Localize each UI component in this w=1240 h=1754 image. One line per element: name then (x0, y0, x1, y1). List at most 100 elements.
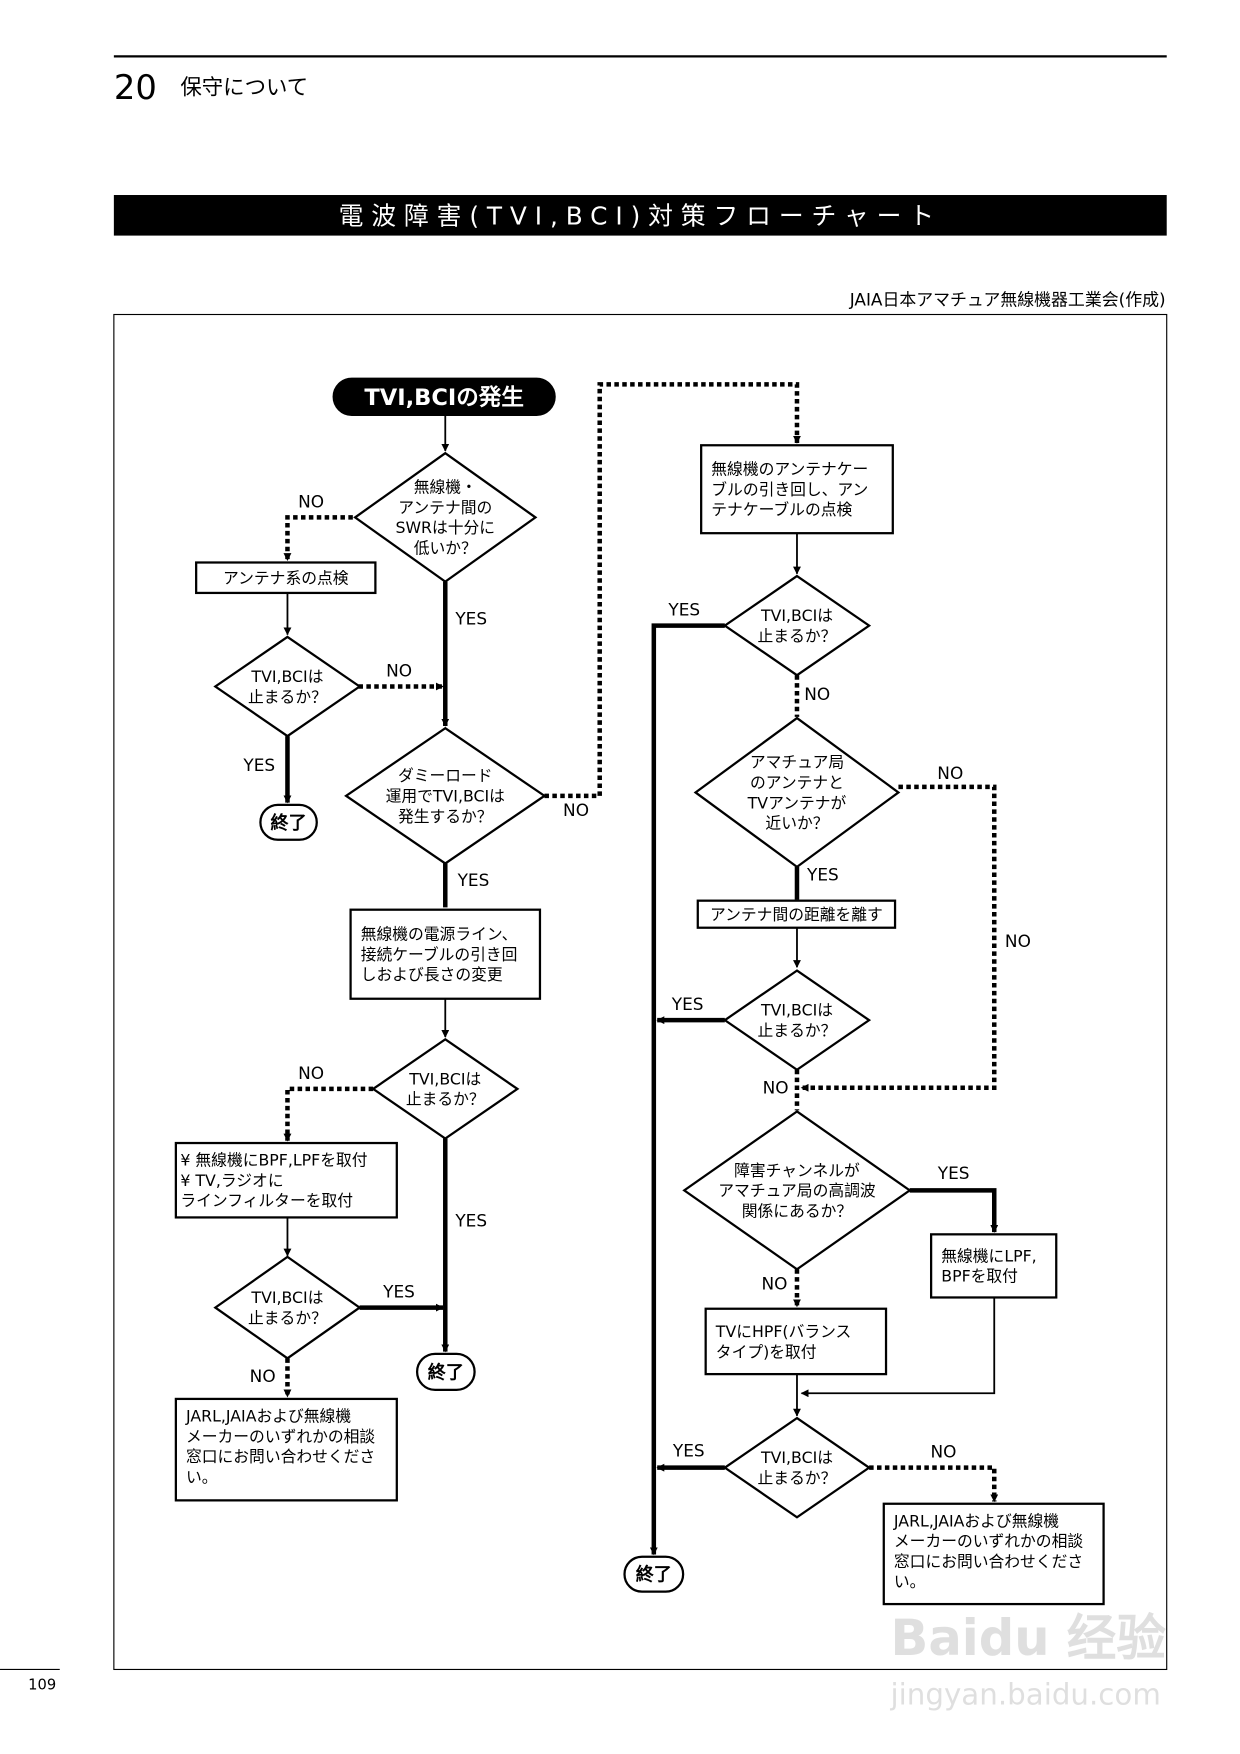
dashed-connector (283, 1086, 374, 1142)
credit-text: JAIA日本アマチュア無線機器工業会(作成) (849, 289, 1166, 309)
section-number: 20 (114, 68, 157, 107)
node-text-line: TVI,BCIは (250, 667, 323, 686)
node-text-line: テナケーブルの点検 (711, 500, 852, 519)
node-text-line: 無線機・ (414, 478, 477, 497)
node-text-line: TVにHPF(バランス (715, 1322, 852, 1341)
watermark-url: jingyan.baidu.com (890, 1677, 1161, 1711)
edge-label: YES (937, 1163, 970, 1183)
edge-label: NO (761, 1274, 787, 1294)
node-text-line: ¥ 無線機にBPF,LPFを取付 (180, 1151, 367, 1170)
process-box (174, 1397, 398, 1502)
terminal-start: TVI,BCIの発生 (332, 377, 556, 416)
node-text-line: TVI,BCIの発生 (364, 385, 523, 411)
decision-diamond (371, 1037, 520, 1140)
title-banner (113, 195, 1167, 236)
decision-diamond (213, 635, 362, 738)
connector-arrow (649, 623, 725, 1556)
node-text-line: TVアンテナが (747, 793, 847, 812)
node-text-line: アンテナ間の距離を離す (710, 905, 883, 924)
terminal-end-1: 終了 (259, 803, 318, 841)
node-text-line: 無線機にLPF, (941, 1246, 1036, 1265)
terminal-end-3: 終了 (623, 1555, 685, 1593)
dashed-connector (800, 784, 997, 1092)
flowchart-frame (113, 313, 1168, 1671)
node-text-line: TVI,BCIは (760, 1448, 833, 1467)
banner-title: 電波障害(TVI,BCI)対策フローチャート (339, 201, 942, 230)
flowchart-edge-labels: NOYESNOYESNOYESNOYESYESNOYESNONOYESYESNO… (242, 491, 1030, 1461)
node-text-line: SWRは十分に (395, 518, 495, 537)
decision-diamond (682, 1110, 912, 1271)
process-box (195, 561, 377, 595)
dashed-connector (544, 382, 801, 799)
decision-diamond (213, 1255, 362, 1360)
edge-label: YES (667, 599, 700, 619)
node-text-line: 止まるか？ (758, 1021, 837, 1040)
node-text-line: 低いか？ (414, 539, 477, 558)
edge-label: NO (298, 491, 324, 511)
node-text-line: ラインフィルターを取付 (180, 1191, 353, 1210)
process-box (882, 1502, 1105, 1606)
edge-label: YES (454, 1210, 487, 1230)
edge-label: NO (931, 1442, 957, 1462)
node-text-line: メーカーのいずれかの相談 (186, 1427, 375, 1446)
process-box (704, 1307, 888, 1376)
edge-label: NO (937, 763, 963, 783)
edge-label: NO (1005, 931, 1031, 951)
node-text-line: 止まるか？ (248, 1308, 327, 1327)
edge-label: NO (563, 800, 589, 820)
process-p-filters: ¥ 無線機にBPF,LPFを取付¥ TV,ラジオに ラインフィルターを取付 (174, 1141, 398, 1219)
node-text-line: 終了 (271, 812, 307, 834)
process-p-separate: アンテナ間の距離を離す (696, 899, 897, 929)
node-text-line: タイプ)を取付 (716, 1342, 817, 1361)
node-text-line: メーカーのいずれかの相談 (894, 1532, 1083, 1551)
process-p-contact-1: JARL,JAIAおよび無線機メーカーのいずれかの相談窓口にお問い合わせください… (174, 1397, 398, 1502)
node-text-line: 関係にあるか？ (742, 1201, 852, 1220)
node-text-line: 止まるか？ (248, 687, 327, 706)
node-text-line: 止まるか？ (758, 1469, 837, 1488)
node-text-line: TVI,BCIは (760, 606, 833, 625)
node-text-line: 運用でTVI,BCIは (386, 787, 505, 806)
edge-label: NO (298, 1063, 324, 1083)
node-text-line: アマチュア局の高調波 (718, 1181, 876, 1200)
node-text-line: JARL,JAIAおよび無線機 (185, 1406, 351, 1425)
connector-arrow (800, 1297, 996, 1398)
edge-label: YES (242, 755, 275, 775)
node-text-line: 終了 (636, 1564, 672, 1586)
process-p-lpf-bpf: 無線機にLPF,BPFを取付 (929, 1233, 1058, 1299)
node-text-line: TVI,BCIは (408, 1069, 481, 1088)
edge-label: YES (671, 994, 704, 1014)
edge-label: YES (457, 870, 490, 890)
node-text-line: アンテナ系の点検 (223, 568, 349, 587)
node-text-line: ブルの引き回し、アン (711, 480, 868, 499)
node-text-line: 発生するか？ (398, 807, 493, 826)
edge-label: NO (763, 1077, 789, 1097)
terminal-shape (259, 803, 318, 841)
node-text-line: TVI,BCIは (250, 1288, 323, 1307)
node-text-line: 接続ケーブルの引き回 (361, 945, 518, 964)
process-box (349, 908, 542, 1000)
node-text-line: 止まるか？ (406, 1090, 485, 1109)
node-text-line: 障害チャンネルが (734, 1161, 860, 1180)
node-text-line: 窓口にお問い合わせくださ (894, 1552, 1083, 1571)
flowchart-nodes: TVI,BCIの発生無線機・アンテナ間のSWRは十分に低いか？アンテナ系の点検T… (174, 377, 1105, 1606)
node-text-line: TVI,BCIは (760, 1001, 833, 1020)
node-text-line: い。 (894, 1572, 926, 1591)
watermark-brand: Baidu 经验 (891, 1609, 1167, 1667)
decision-diamond (722, 969, 872, 1072)
node-text-line: しおよび長さの変更 (361, 965, 503, 984)
page-number: 109 (28, 1677, 56, 1694)
process-p-contact-2: JARL,JAIAおよび無線機メーカーのいずれかの相談窓口にお問い合わせください… (882, 1502, 1105, 1606)
edge-label: NO (250, 1366, 276, 1386)
terminal-shape (415, 1352, 476, 1392)
node-text-line: 無線機のアンテナケー (711, 460, 868, 479)
process-p-antenna-check: アンテナ系の点検 (195, 561, 377, 595)
